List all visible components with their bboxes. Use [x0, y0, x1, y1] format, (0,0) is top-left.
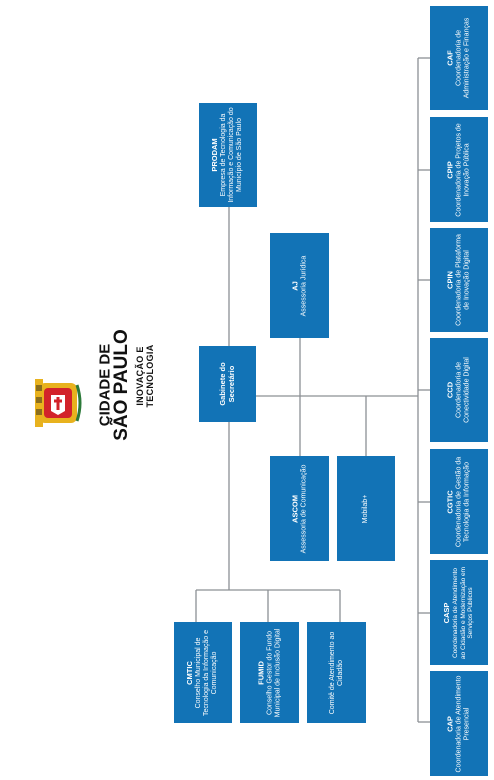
node-ascom: ASCOM Assessoria de Comunicação [270, 456, 329, 561]
node-cpip-name: Coordenadoria de Projetos de Inovação Pú… [455, 122, 471, 217]
node-ascom-code: ASCOM [289, 494, 299, 523]
node-fumid: FUMID Conselho Gestor do Fundo Municipal… [240, 622, 299, 723]
node-cgtic-name: Coordenadoria de Gestão da Tecnologia da… [455, 456, 471, 547]
node-fumid-name: Conselho Gestor do Fundo Municipal de In… [265, 628, 281, 717]
node-gabinete: Gabinete do Secretário [199, 346, 256, 422]
node-mobilab: Mobilab+ [337, 456, 395, 561]
node-caf-code: CAF [445, 50, 455, 66]
node-gabinete-code: Gabinete do Secretário [217, 362, 236, 406]
node-cpin: CPIN Coordenadoria de Plataforma de Inov… [430, 228, 488, 332]
node-cpip-code: CPIP [445, 160, 455, 179]
node-ccd-name: Coordenadoria de Conectividade Digital [455, 357, 471, 423]
node-cmtic-code: CMTIC [185, 660, 195, 685]
node-casp: CASP Coordenadoria de Atendimento ao Cid… [430, 560, 488, 665]
node-prodam: PRODAM Empresa de Tecnologia da Informaç… [199, 103, 257, 207]
node-ccd: CCD Coordenadoria de Conectividade Digit… [430, 338, 488, 442]
logo-line-3: INOVAÇÃO E [135, 346, 145, 406]
node-caf: CAF Coordenadoria de Administração e Fin… [430, 6, 488, 110]
node-cgtic: CGTIC Coordenadoria de Gestão da Tecnolo… [430, 449, 488, 554]
node-aj-code: AJ [289, 280, 299, 291]
node-prodam-code: PRODAM [210, 138, 220, 172]
node-casp-code: CASP [442, 602, 452, 623]
node-aj-name: Assessoria Jurídica [299, 255, 307, 316]
sao-paulo-coat-of-arms-icon [35, 379, 82, 427]
node-caf-name: Coordenadoria de Administração e Finança… [455, 17, 471, 99]
node-comite: Comitê de Atendimento ao Cidadão [307, 622, 366, 723]
node-cpin-code: CPIN [445, 271, 455, 289]
node-cap: CAP Coordenadoria de Atendimento Presenc… [430, 671, 488, 776]
node-ascom-name: Assessoria de Comunicação [299, 464, 307, 553]
node-cpip: CPIP Coordenadoria de Projetos de Inovaç… [430, 117, 488, 222]
logo-line-4: TECNOLOGIA [145, 344, 155, 408]
node-cmtic: CMTIC Conselho Municipal de Tecnologia d… [174, 622, 232, 723]
node-prodam-name: Empresa de Tecnologia da Informação e Co… [220, 107, 244, 203]
node-cmtic-name: Conselho Municipal de Tecnologia da Info… [195, 629, 219, 716]
node-casp-name: Coordenadoria de Atendimento ao Cidadão … [451, 566, 475, 659]
logo-line-2: SÃO PAULO [111, 329, 132, 441]
node-aj: AJ Assessoria Jurídica [270, 233, 329, 338]
node-cpin-name: Coordenadoria de Plataforma de Inovação … [455, 234, 471, 326]
node-fumid-code: FUMID [255, 660, 265, 685]
node-comite-name: Comitê de Atendimento ao Cidadão [328, 631, 344, 714]
node-cap-name: Coordenadoria de Atendimento Presencial [455, 675, 471, 772]
node-mobilab-name: Mobilab+ [361, 494, 369, 523]
node-cap-code: CAP [445, 715, 455, 732]
node-cgtic-code: CGTIC [445, 489, 455, 514]
node-ccd-code: CCD [445, 381, 455, 399]
logo: CIDADE DE SÃO PAULO INOVAÇÃO E TECNOLOGI… [25, 329, 160, 441]
